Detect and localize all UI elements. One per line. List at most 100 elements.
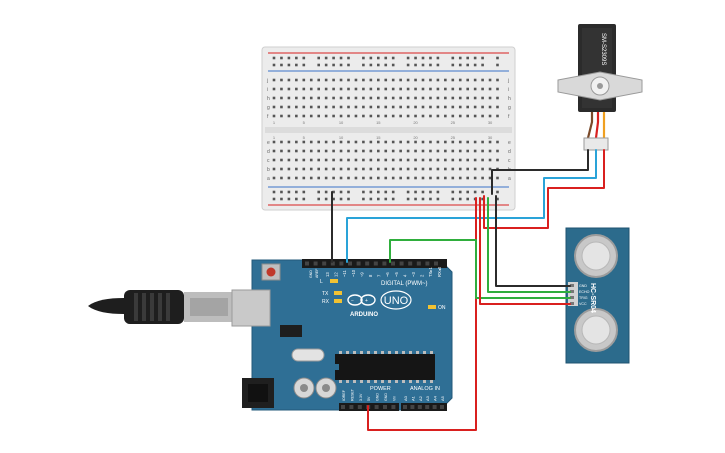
breadboard-rail-hole xyxy=(362,197,365,201)
breadboard-hole xyxy=(295,114,298,118)
breadboard-hole xyxy=(496,78,499,82)
reset-button-cap[interactable] xyxy=(266,267,276,277)
breadboard-hole xyxy=(384,114,388,118)
header-pin[interactable] xyxy=(425,405,430,409)
breadboard-hole xyxy=(287,78,291,82)
header-pin[interactable] xyxy=(382,261,387,266)
header-pin[interactable] xyxy=(383,405,387,409)
breadboard-hole xyxy=(377,176,380,180)
digital-pwm-label: DIGITAL (PWM~) xyxy=(381,281,428,287)
breadboard-hole xyxy=(384,140,388,144)
header-pin[interactable] xyxy=(434,261,438,266)
breadboard-hole xyxy=(347,114,350,118)
digital-pin-label: ~10 xyxy=(351,269,356,277)
digital-header-holes xyxy=(305,261,438,266)
header-pin[interactable] xyxy=(341,405,345,409)
atmega-chip-notch xyxy=(335,364,339,370)
breadboard-hole xyxy=(377,149,380,153)
ic-pin xyxy=(416,351,419,354)
breadboard-hole xyxy=(354,140,358,144)
breadboard-rail-hole xyxy=(280,190,283,194)
breadboard-rail-hole xyxy=(324,197,328,201)
row-letter: a xyxy=(267,176,270,182)
wire-servo-power xyxy=(483,149,605,229)
header-pin[interactable] xyxy=(356,261,361,266)
breadboard-hole xyxy=(347,96,350,100)
breadboard-hole xyxy=(302,140,306,144)
breadboard-hole xyxy=(272,176,276,180)
sensor-pin-label: VCC xyxy=(579,302,587,306)
breadboard-hole xyxy=(384,78,388,82)
column-number: 1 xyxy=(273,135,276,140)
breadboard-hole xyxy=(324,149,328,153)
breadboard-rail-hole xyxy=(272,56,276,60)
header-pin[interactable] xyxy=(339,261,344,266)
breadboard-hole xyxy=(473,158,477,162)
breadboard-rail-hole xyxy=(377,197,380,201)
header-pin[interactable] xyxy=(403,405,407,409)
breadboard-rail-hole xyxy=(332,197,335,201)
sensor-pin[interactable] xyxy=(570,302,574,305)
sensor-pin[interactable] xyxy=(570,290,574,293)
header-pin[interactable] xyxy=(408,261,413,266)
breadboard-rail-hole xyxy=(466,63,469,67)
breadboard-hole xyxy=(354,96,358,100)
header-pin[interactable] xyxy=(399,261,404,266)
aref-label: AREF xyxy=(315,269,319,278)
ic-pin xyxy=(353,351,356,354)
breadboard-hole xyxy=(473,114,477,118)
breadboard-rail-hole xyxy=(302,190,306,194)
sensor-pin[interactable] xyxy=(570,284,574,287)
breadboard-hole xyxy=(332,149,335,153)
ic-pin xyxy=(339,351,342,354)
rx-led-label: RX xyxy=(322,299,330,305)
column-number: 25 xyxy=(451,135,456,140)
header-pin[interactable] xyxy=(432,405,437,409)
header-pin[interactable] xyxy=(416,261,421,266)
breadboard-hole xyxy=(488,96,492,100)
header-pin[interactable] xyxy=(373,261,378,266)
header-pin[interactable] xyxy=(391,261,395,266)
breadboard-hole xyxy=(399,78,402,82)
breadboard-hole xyxy=(317,105,320,109)
header-pin[interactable] xyxy=(322,261,327,266)
header-pin[interactable] xyxy=(410,405,415,409)
wire-servo-signal xyxy=(346,149,597,263)
header-pin[interactable] xyxy=(330,261,335,266)
breadboard-rail-hole xyxy=(339,63,343,67)
breadboard-hole xyxy=(421,149,425,153)
header-pin[interactable] xyxy=(391,405,396,409)
header-pin[interactable] xyxy=(313,261,318,266)
breadboard-rail-hole xyxy=(332,63,335,67)
breadboard-hole xyxy=(354,78,358,82)
breadboard-rail-hole xyxy=(280,197,283,201)
row-letter: d xyxy=(508,149,511,155)
breadboard-hole xyxy=(436,140,440,144)
usb-plug-grip xyxy=(134,293,170,321)
digital-pin-label: RX◂0 xyxy=(437,266,442,277)
breadboard-rail-hole xyxy=(496,63,499,67)
header-pin[interactable] xyxy=(305,261,309,266)
breadboard-hole xyxy=(488,105,492,109)
header-pin[interactable] xyxy=(425,261,430,266)
breadboard-hole xyxy=(496,114,499,118)
breadboard-hole xyxy=(377,158,380,162)
header-pin[interactable] xyxy=(417,405,422,409)
breadboard-hole xyxy=(391,158,395,162)
breadboard-hole xyxy=(309,87,313,91)
breadboard-hole xyxy=(377,87,380,91)
header-pin[interactable] xyxy=(440,405,444,409)
rx-led xyxy=(334,299,342,303)
ic-pin xyxy=(395,380,398,383)
header-pin[interactable] xyxy=(348,261,352,266)
sensor-pin[interactable] xyxy=(570,296,574,299)
breadboard-hole xyxy=(466,78,469,82)
column-number: 5 xyxy=(303,120,306,125)
header-pin[interactable] xyxy=(349,405,354,409)
breadboard-hole xyxy=(444,96,447,100)
header-pin[interactable] xyxy=(357,405,362,409)
header-pin[interactable] xyxy=(365,261,370,266)
header-pin[interactable] xyxy=(374,405,379,409)
